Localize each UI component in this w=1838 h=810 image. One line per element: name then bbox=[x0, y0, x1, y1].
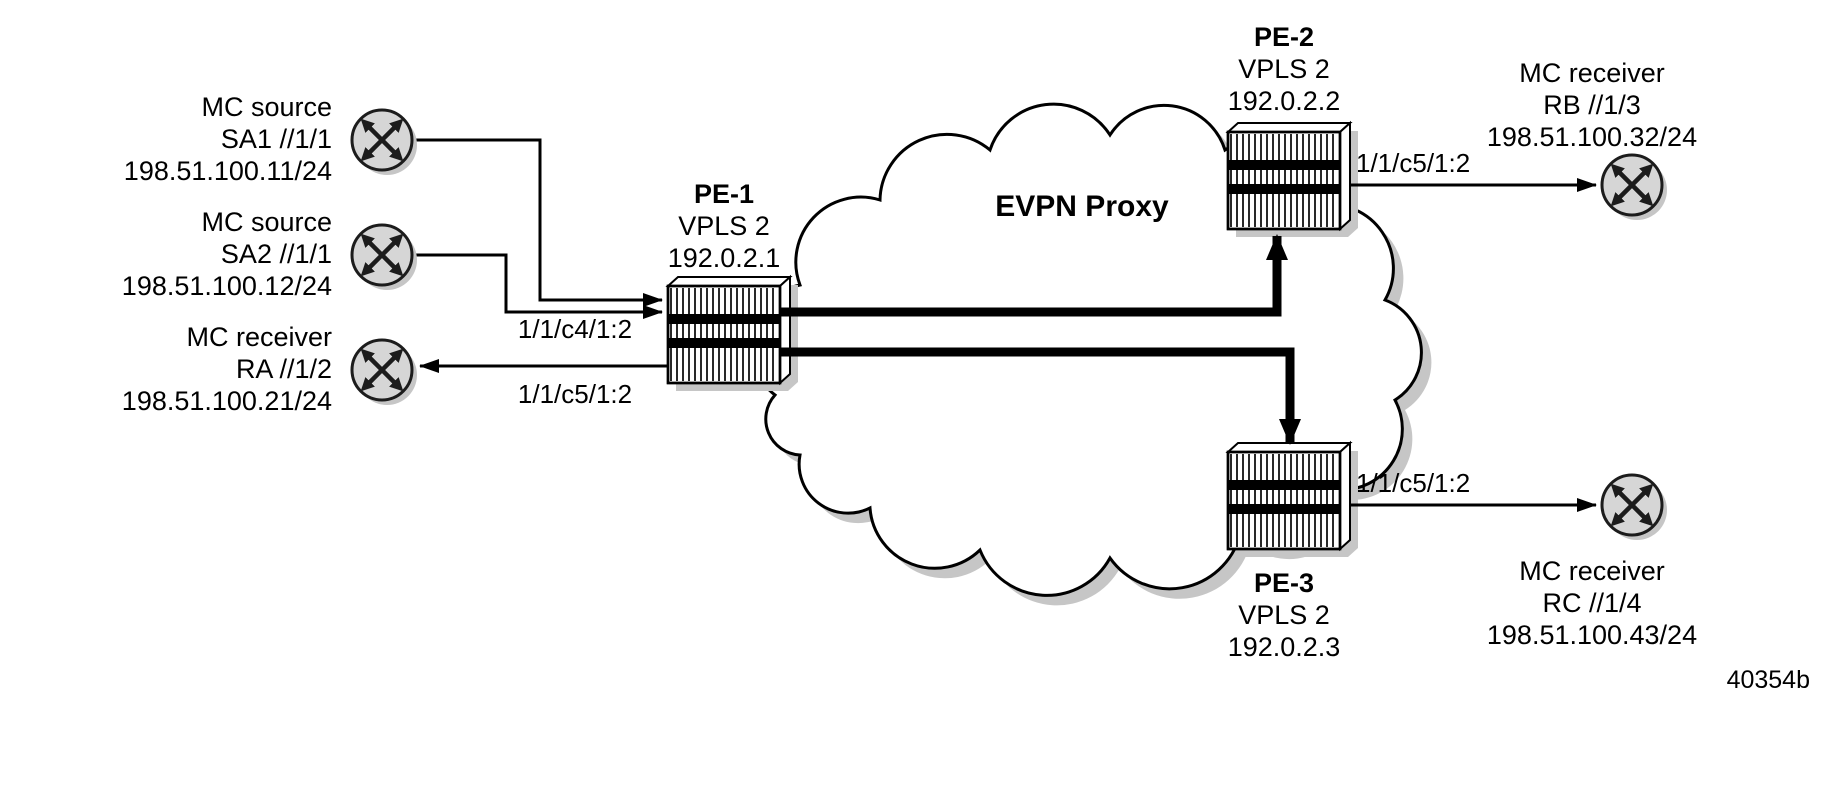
node-rc: MC receiver RC //1/4 198.51.100.43/24 bbox=[1487, 556, 1697, 650]
pe1-ip-label: 192.0.2.1 bbox=[668, 243, 781, 273]
evpn-proxy-cloud: EVPN Proxy bbox=[749, 102, 1432, 606]
pe2-chassis-icon bbox=[1226, 121, 1360, 239]
ra-id-label: RA //1/2 bbox=[236, 354, 332, 384]
link-pe1-pe2 bbox=[779, 234, 1288, 317]
rc-role-label: MC receiver bbox=[1519, 556, 1665, 586]
pe1-ingress-port-label: 1/1/c4/1:2 bbox=[518, 314, 632, 344]
node-pe2: PE-2 VPLS 2 192.0.2.2 bbox=[1228, 22, 1341, 116]
pe3-name-label: PE-3 bbox=[1254, 568, 1314, 598]
rc-ip-label: 198.51.100.43/24 bbox=[1487, 620, 1697, 650]
pe3-egress-port-label: 1/1/c5/1:2 bbox=[1356, 468, 1470, 498]
node-sa2: MC source SA2 //1/1 198.51.100.12/24 bbox=[122, 207, 332, 301]
pe2-egress-port-label: 1/1/c5/1:2 bbox=[1356, 148, 1470, 178]
pe3-ip-label: 192.0.2.3 bbox=[1228, 632, 1341, 662]
sa2-role-label: MC source bbox=[201, 207, 332, 237]
pe3-service-label: VPLS 2 bbox=[1238, 600, 1330, 630]
pe2-service-label: VPLS 2 bbox=[1238, 54, 1330, 84]
ra-ip-label: 198.51.100.21/24 bbox=[122, 386, 332, 416]
cloud-label: EVPN Proxy bbox=[995, 190, 1169, 223]
figure-id: 40354b bbox=[1727, 666, 1810, 694]
sa2-ip-label: 198.51.100.12/24 bbox=[122, 271, 332, 301]
ra-role-label: MC receiver bbox=[186, 322, 332, 352]
node-pe3: PE-3 VPLS 2 192.0.2.3 bbox=[1228, 568, 1341, 662]
sa1-role-label: MC source bbox=[201, 92, 332, 122]
node-rb: MC receiver RB //1/3 198.51.100.32/24 bbox=[1487, 58, 1697, 152]
rb-role-label: MC receiver bbox=[1519, 58, 1665, 88]
rb-id-label: RB //1/3 bbox=[1543, 90, 1641, 120]
pe1-service-label: VPLS 2 bbox=[678, 211, 770, 241]
node-sa1: MC source SA1 //1/1 198.51.100.11/24 bbox=[124, 92, 332, 186]
link-sa2-pe1 bbox=[412, 253, 663, 319]
node-ra: MC receiver RA //1/2 198.51.100.21/24 bbox=[122, 322, 332, 416]
rc-id-label: RC //1/4 bbox=[1542, 588, 1641, 618]
link-pe1-pe3 bbox=[779, 347, 1301, 445]
sa2-id-label: SA2 //1/1 bbox=[221, 239, 332, 269]
pe3-chassis-icon bbox=[1226, 441, 1360, 559]
pe2-ip-label: 192.0.2.2 bbox=[1228, 86, 1341, 116]
pe1-chassis-icon bbox=[666, 275, 800, 393]
rb-ip-label: 198.51.100.32/24 bbox=[1487, 122, 1697, 152]
sa1-ip-label: 198.51.100.11/24 bbox=[124, 156, 332, 186]
sa1-id-label: SA1 //1/1 bbox=[221, 124, 332, 154]
pe2-name-label: PE-2 bbox=[1254, 22, 1314, 52]
link-sa1-pe1 bbox=[412, 138, 663, 307]
pe1-name-label: PE-1 bbox=[694, 179, 754, 209]
pe1-egress-port-label: 1/1/c5/1:2 bbox=[518, 379, 632, 409]
node-pe1: PE-1 VPLS 2 192.0.2.1 bbox=[668, 179, 781, 273]
